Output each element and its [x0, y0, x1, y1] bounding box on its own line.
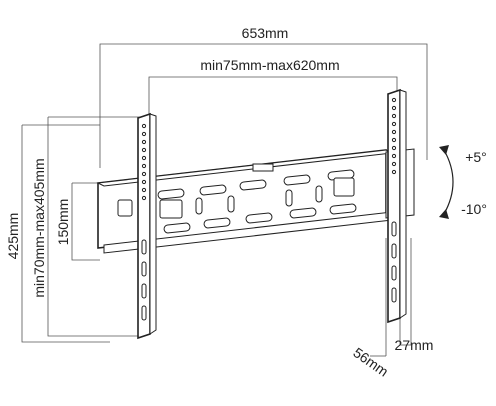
- tilt-up-label: +5°: [465, 149, 487, 165]
- dimension-labels: 653mm min75mm-max620mm 425mm min70mm-max…: [5, 25, 487, 380]
- tilt-arc-icon: [439, 145, 454, 219]
- plate-height-label: 150mm: [55, 199, 71, 246]
- dimension-lines: [21, 43, 428, 357]
- vesa-height-label: min70mm-max405mm: [31, 158, 47, 297]
- left-vertical-arm: [137, 112, 157, 340]
- overall-height-label: 425mm: [5, 213, 21, 260]
- right-vertical-arm: [387, 88, 407, 324]
- left-arm-holes: [141, 123, 147, 321]
- overall-width-label: 653mm: [242, 25, 289, 41]
- vesa-width-label: min75mm-max620mm: [200, 57, 339, 73]
- wall-depth-label: 56mm: [350, 344, 391, 379]
- right-arm-holes: [391, 97, 397, 303]
- tilt-down-label: -10°: [461, 201, 487, 217]
- arm-depth-label: 27mm: [395, 337, 434, 353]
